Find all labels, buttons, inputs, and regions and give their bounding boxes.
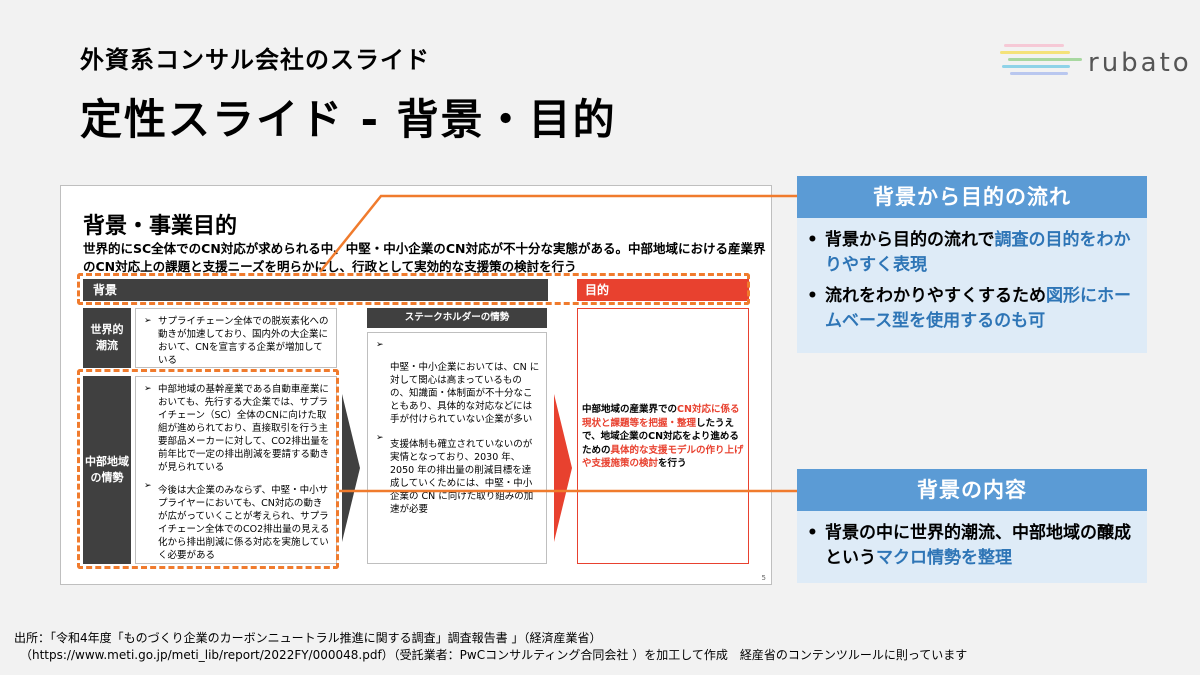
chubu-situation-text-1: 中部地域の基幹産業である自動車産業においても、先行する大企業では、サプライチェー… (136, 377, 336, 474)
slide-title: 定性スライド - 背景・目的 (80, 95, 617, 144)
label-world-trend-text: 世界的 潮流 (90, 323, 124, 352)
flow-panel-item-1: 背景から目的の流れで調査の目的をわかりやすく表現 (797, 228, 1147, 278)
objective-text-part-3: したうえで、地域企業のCN対応をより進めるための (582, 417, 739, 456)
objective-text: 中部地域の産業界でのCN対応に係る現状と課題等を把握・整理したうえで、地域企業の… (582, 403, 746, 471)
flow-panel-list: 背景から目的の流れで調査の目的をわかりやすく表現 流れをわかりやすくするため図形… (797, 218, 1147, 334)
flow-panel-heading: 背景から目的の流れ (797, 176, 1147, 218)
content-panel: 背景の内容 背景の中に世界的潮流、中部地域の醸成というマクロ情勢を整理 (797, 469, 1147, 583)
objective-text-part-2: CN対応に係る現状と課題等を把握・整理 (582, 404, 740, 429)
chubu-situation-text-2: 今後は大企業のみならず、中堅・中小サプライヤーにおいても、CN対応の動きが広がっ… (136, 474, 336, 562)
label-chubu-situation: 中部地域 の情勢 (83, 376, 131, 564)
content-panel-list: 背景の中に世界的潮流、中部地域の醸成というマクロ情勢を整理 (797, 511, 1147, 571)
stakeholder-text-1: 中堅・中小企業においては、CN に対して関心は高まっているものの、知識面・体制面… (368, 333, 546, 426)
source-line-1: 出所：「令和4年度「ものづくり企業のカーボンニュートラル推進に関する調査」調査報… (14, 631, 602, 645)
objective-arrow (554, 394, 572, 542)
flow-item-2-plain: 流れをわかりやすくするため (825, 286, 1046, 306)
content-item-1-highlight: マクロ情勢を整理 (876, 548, 1012, 568)
world-trend-box: サプライチェーン全体での脱炭素化への動きが加速しており、国内外の大企業において、… (135, 308, 337, 368)
background-arrow (342, 394, 360, 542)
stakeholder-heading: ステークホルダーの情勢 (367, 308, 547, 328)
objective-box: 中部地域の産業界でのCN対応に係る現状と課題等を把握・整理したうえで、地域企業の… (577, 308, 749, 564)
chubu-situation-box: 中部地域の基幹産業である自動車産業においても、先行する大企業では、サプライチェー… (135, 376, 337, 564)
logo-text: rubato (1088, 48, 1192, 78)
inner-slide-lead: 世界的にSC全体でのCN対応が求められる中、中堅・中小企業のCN対応が不十分な実… (83, 241, 766, 274)
logo-lines-icon (1000, 44, 1082, 75)
flow-item-1-plain: 背景から目的の流れで (825, 230, 995, 250)
label-world-trend: 世界的 潮流 (83, 308, 131, 368)
flow-panel-item-2: 流れをわかりやすくするため図形にホームベース型を使用するのも可 (797, 284, 1147, 334)
objective-text-part-5: を行う (658, 458, 687, 469)
objective-bar: 目的 (577, 279, 749, 301)
world-trend-text: サプライチェーン全体での脱炭素化への動きが加速しており、国内外の大企業において、… (136, 309, 336, 367)
flow-item-1-highlight: 調査の目的をわかりやすく表現 (825, 230, 1131, 275)
content-panel-item-1: 背景の中に世界的潮流、中部地域の醸成というマクロ情勢を整理 (797, 521, 1147, 571)
content-panel-heading: 背景の内容 (797, 469, 1147, 511)
background-bar: 背景 (83, 279, 548, 301)
inner-page-number: 5 (761, 574, 766, 582)
stakeholder-box: 中堅・中小企業においては、CN に対して関心は高まっているものの、知識面・体制面… (367, 332, 547, 564)
stakeholder-text-2: 支援体制も確立されていないのが実情となっており、2030 年、2050 年の排出… (368, 426, 546, 516)
flow-panel: 背景から目的の流れ 背景から目的の流れで調査の目的をわかりやすく表現 流れをわか… (797, 176, 1147, 353)
flow-item-2-highlight: 図形にホームベース型を使用するのも可 (825, 286, 1131, 331)
content-item-1-plain: 背景の中に世界的潮流、中部地域の醸成という (825, 523, 1131, 568)
embedded-slide: 背景・事業目的 世界的にSC全体でのCN対応が求められる中、中堅・中小企業のCN… (60, 185, 772, 585)
source-footer: 出所：「令和4年度「ものづくり企業のカーボンニュートラル推進に関する調査」調査報… (14, 630, 967, 664)
objective-text-part-1: 中部地域の産業界での (582, 404, 678, 415)
inner-slide-title: 背景・事業目的 (83, 213, 238, 239)
slide-subtitle: 外資系コンサル会社のスライド (80, 46, 430, 74)
source-line-2: （https://www.meti.go.jp/meti_lib/report/… (20, 648, 968, 662)
rubato-logo: rubato (1000, 40, 1189, 86)
label-chubu-situation-text: 中部地域 の情勢 (85, 455, 129, 484)
objective-text-part-4: 具体的な支援モデルの作り上げや支援施策の検討 (582, 444, 744, 470)
